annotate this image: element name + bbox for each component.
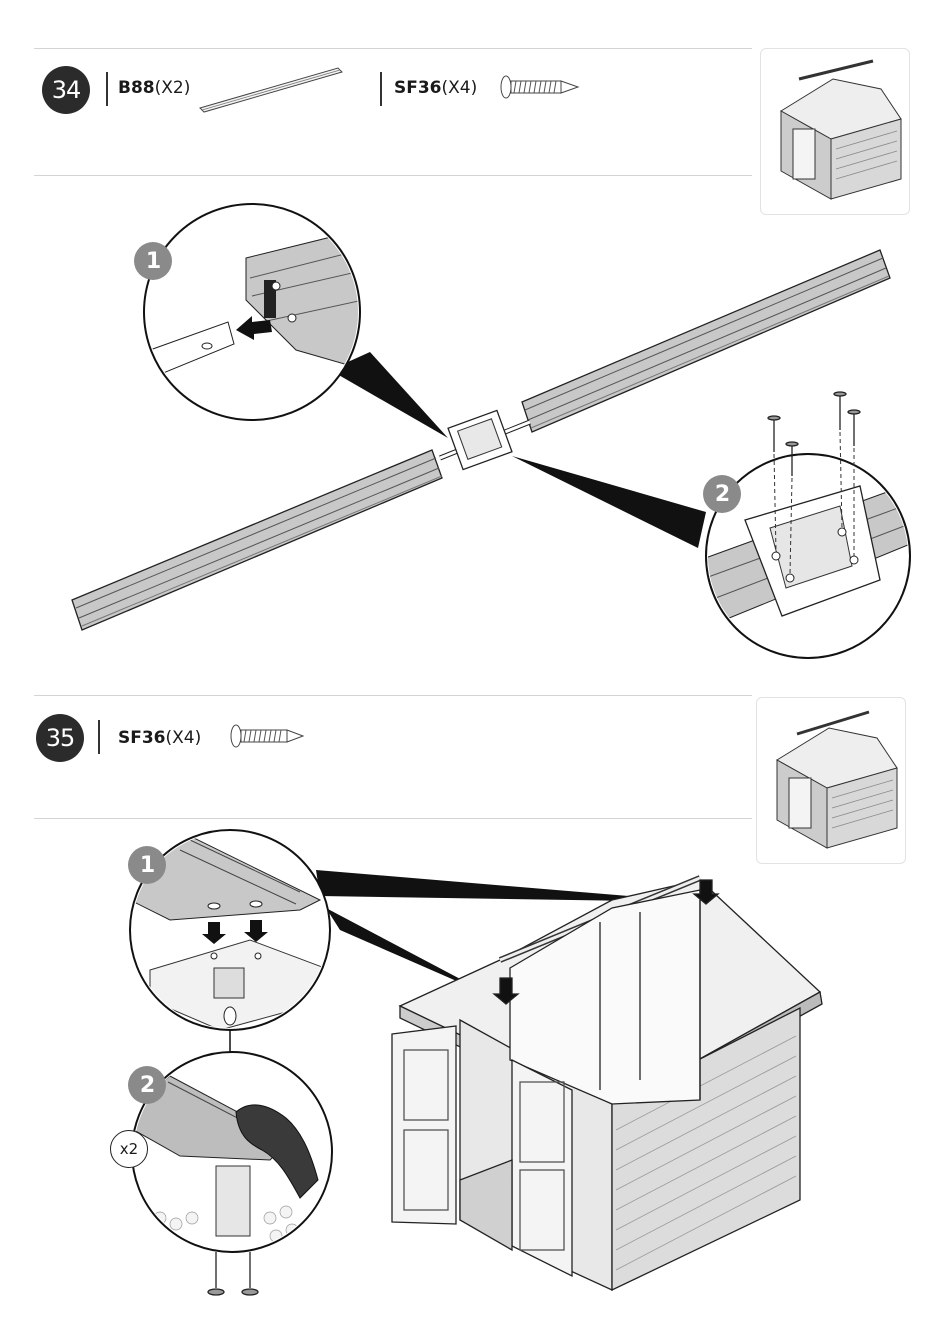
screw-icon (208, 1252, 258, 1295)
part-b88-label: B88(X2) (118, 78, 190, 98)
step-35-number: 35 (36, 714, 84, 762)
callout-number-2: 2 (703, 475, 741, 513)
roof-beam-right (522, 250, 890, 432)
callout-number-1: 1 (128, 846, 166, 884)
shed (392, 878, 822, 1290)
callout-number-2: 2 (128, 1066, 166, 1104)
separator (98, 720, 100, 754)
separator (380, 72, 382, 106)
step-35-header-bar (34, 695, 752, 819)
shed-thumbnail-icon (760, 48, 910, 215)
step-34-number: 34 (42, 66, 90, 114)
hand-icon (236, 1105, 318, 1198)
part-sf36-label: SF36(X4) (118, 728, 201, 748)
arrow-icon (236, 316, 272, 340)
callout-number-1: 1 (134, 242, 172, 280)
roof-beam-left (72, 450, 442, 630)
separator (106, 72, 108, 106)
screw-icon (768, 392, 860, 476)
arrow-icon (202, 922, 226, 944)
arrow-icon (244, 920, 268, 942)
shed-thumbnail-icon (756, 697, 906, 864)
part-sf36-label: SF36(X4) (394, 78, 477, 98)
step-34-header-bar (34, 48, 752, 176)
multiplier-badge: x2 (110, 1130, 148, 1168)
ridge-connector (440, 410, 530, 469)
